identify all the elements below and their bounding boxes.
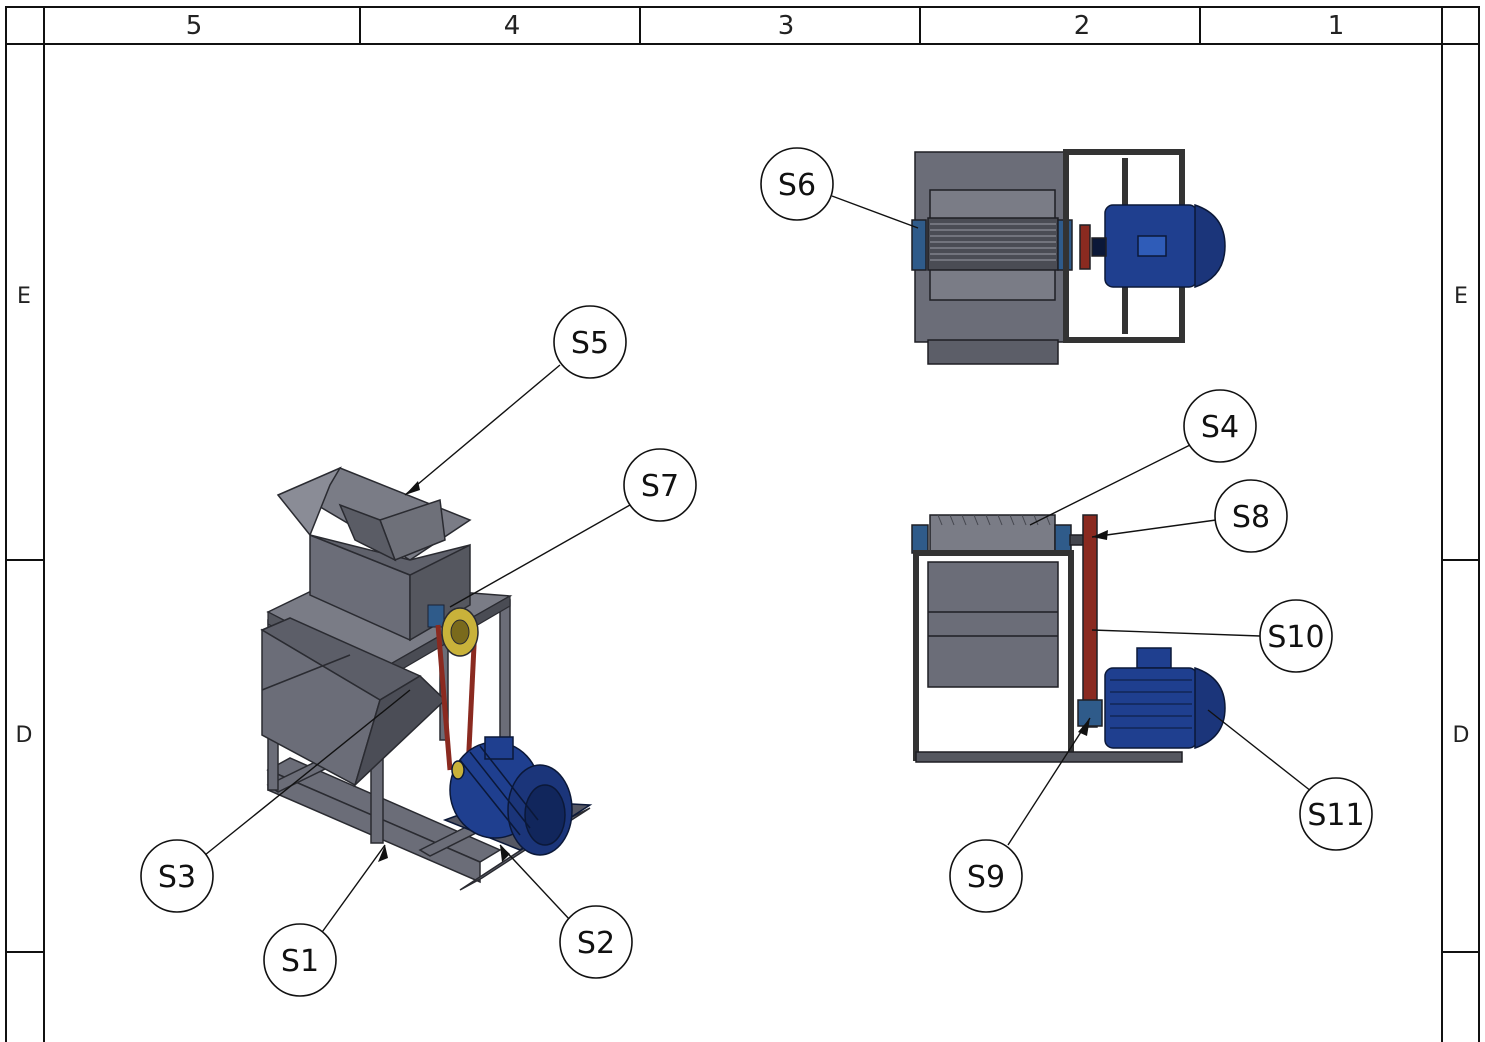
balloon-s8: S8 bbox=[1214, 479, 1288, 553]
column-zone-3: 3 bbox=[778, 11, 795, 41]
front-motor-icon bbox=[1104, 647, 1226, 750]
leader-s6 bbox=[831, 195, 919, 229]
iso-hopper bbox=[276, 466, 472, 642]
balloon-s6: S6 bbox=[760, 147, 834, 221]
svg-text:S9: S9 bbox=[967, 860, 1005, 895]
top-view bbox=[911, 149, 1226, 365]
column-zone-1: 1 bbox=[1328, 11, 1345, 41]
leader-s3 bbox=[204, 689, 411, 856]
leader-s11 bbox=[1207, 709, 1317, 796]
column-zone-4: 4 bbox=[504, 11, 521, 41]
column-zone-5: 5 bbox=[186, 11, 203, 41]
iso-v-belt bbox=[435, 624, 478, 771]
isometric-view bbox=[260, 466, 593, 891]
svg-text:S7: S7 bbox=[641, 469, 679, 504]
leader-s8 bbox=[1091, 519, 1217, 538]
balloon-s9: S9 bbox=[949, 839, 1023, 913]
svg-text:S5: S5 bbox=[571, 326, 609, 361]
front-rotor bbox=[929, 514, 1056, 552]
svg-text:S10: S10 bbox=[1267, 620, 1324, 655]
balloon-s10: S10 bbox=[1259, 599, 1333, 673]
front-v-belt bbox=[1082, 514, 1098, 728]
leader-lines bbox=[204, 195, 1317, 936]
balloon-s2: S2 bbox=[559, 905, 633, 979]
row-zone-e-left: E bbox=[17, 284, 31, 309]
iso-discharge-chute bbox=[260, 617, 447, 788]
leader-s2 bbox=[499, 844, 571, 921]
row-zone-labels: E D E D bbox=[16, 284, 1470, 748]
svg-text:S11: S11 bbox=[1307, 798, 1364, 833]
top-pulley-icon bbox=[1079, 224, 1091, 270]
top-rotor bbox=[927, 217, 1059, 271]
svg-text:S1: S1 bbox=[281, 944, 319, 979]
svg-text:S6: S6 bbox=[778, 168, 816, 203]
balloon-s7: S7 bbox=[623, 448, 697, 522]
leader-s5 bbox=[404, 364, 561, 496]
row-zone-e-right: E bbox=[1454, 284, 1468, 309]
leader-s1 bbox=[319, 844, 386, 936]
column-zone-labels: 5 4 3 2 1 bbox=[186, 11, 1345, 41]
row-zone-d-left: D bbox=[16, 723, 33, 748]
drawing-frame bbox=[5, 6, 1480, 1042]
leader-s4 bbox=[1029, 444, 1191, 526]
column-zone-2: 2 bbox=[1074, 11, 1091, 41]
svg-text:S8: S8 bbox=[1232, 500, 1270, 535]
leader-s10 bbox=[1091, 629, 1261, 637]
iso-driven-pulley-icon bbox=[441, 607, 479, 657]
balloon-s5: S5 bbox=[553, 305, 627, 379]
balloon-s1: S1 bbox=[263, 923, 337, 997]
iso-bearing-icon bbox=[427, 604, 445, 628]
row-zone-d-right: D bbox=[1453, 723, 1470, 748]
balloon-s4: S4 bbox=[1183, 389, 1257, 463]
svg-text:S4: S4 bbox=[1201, 410, 1239, 445]
balloon-s3: S3 bbox=[140, 839, 214, 913]
svg-text:S2: S2 bbox=[577, 926, 615, 961]
leader-s7 bbox=[449, 504, 631, 608]
top-motor-icon bbox=[1091, 203, 1226, 289]
iso-motor-icon bbox=[442, 736, 593, 856]
leader-s9 bbox=[1007, 717, 1091, 846]
front-view bbox=[911, 514, 1226, 763]
svg-text:S3: S3 bbox=[158, 860, 196, 895]
balloon-s11: S11 bbox=[1299, 777, 1373, 851]
